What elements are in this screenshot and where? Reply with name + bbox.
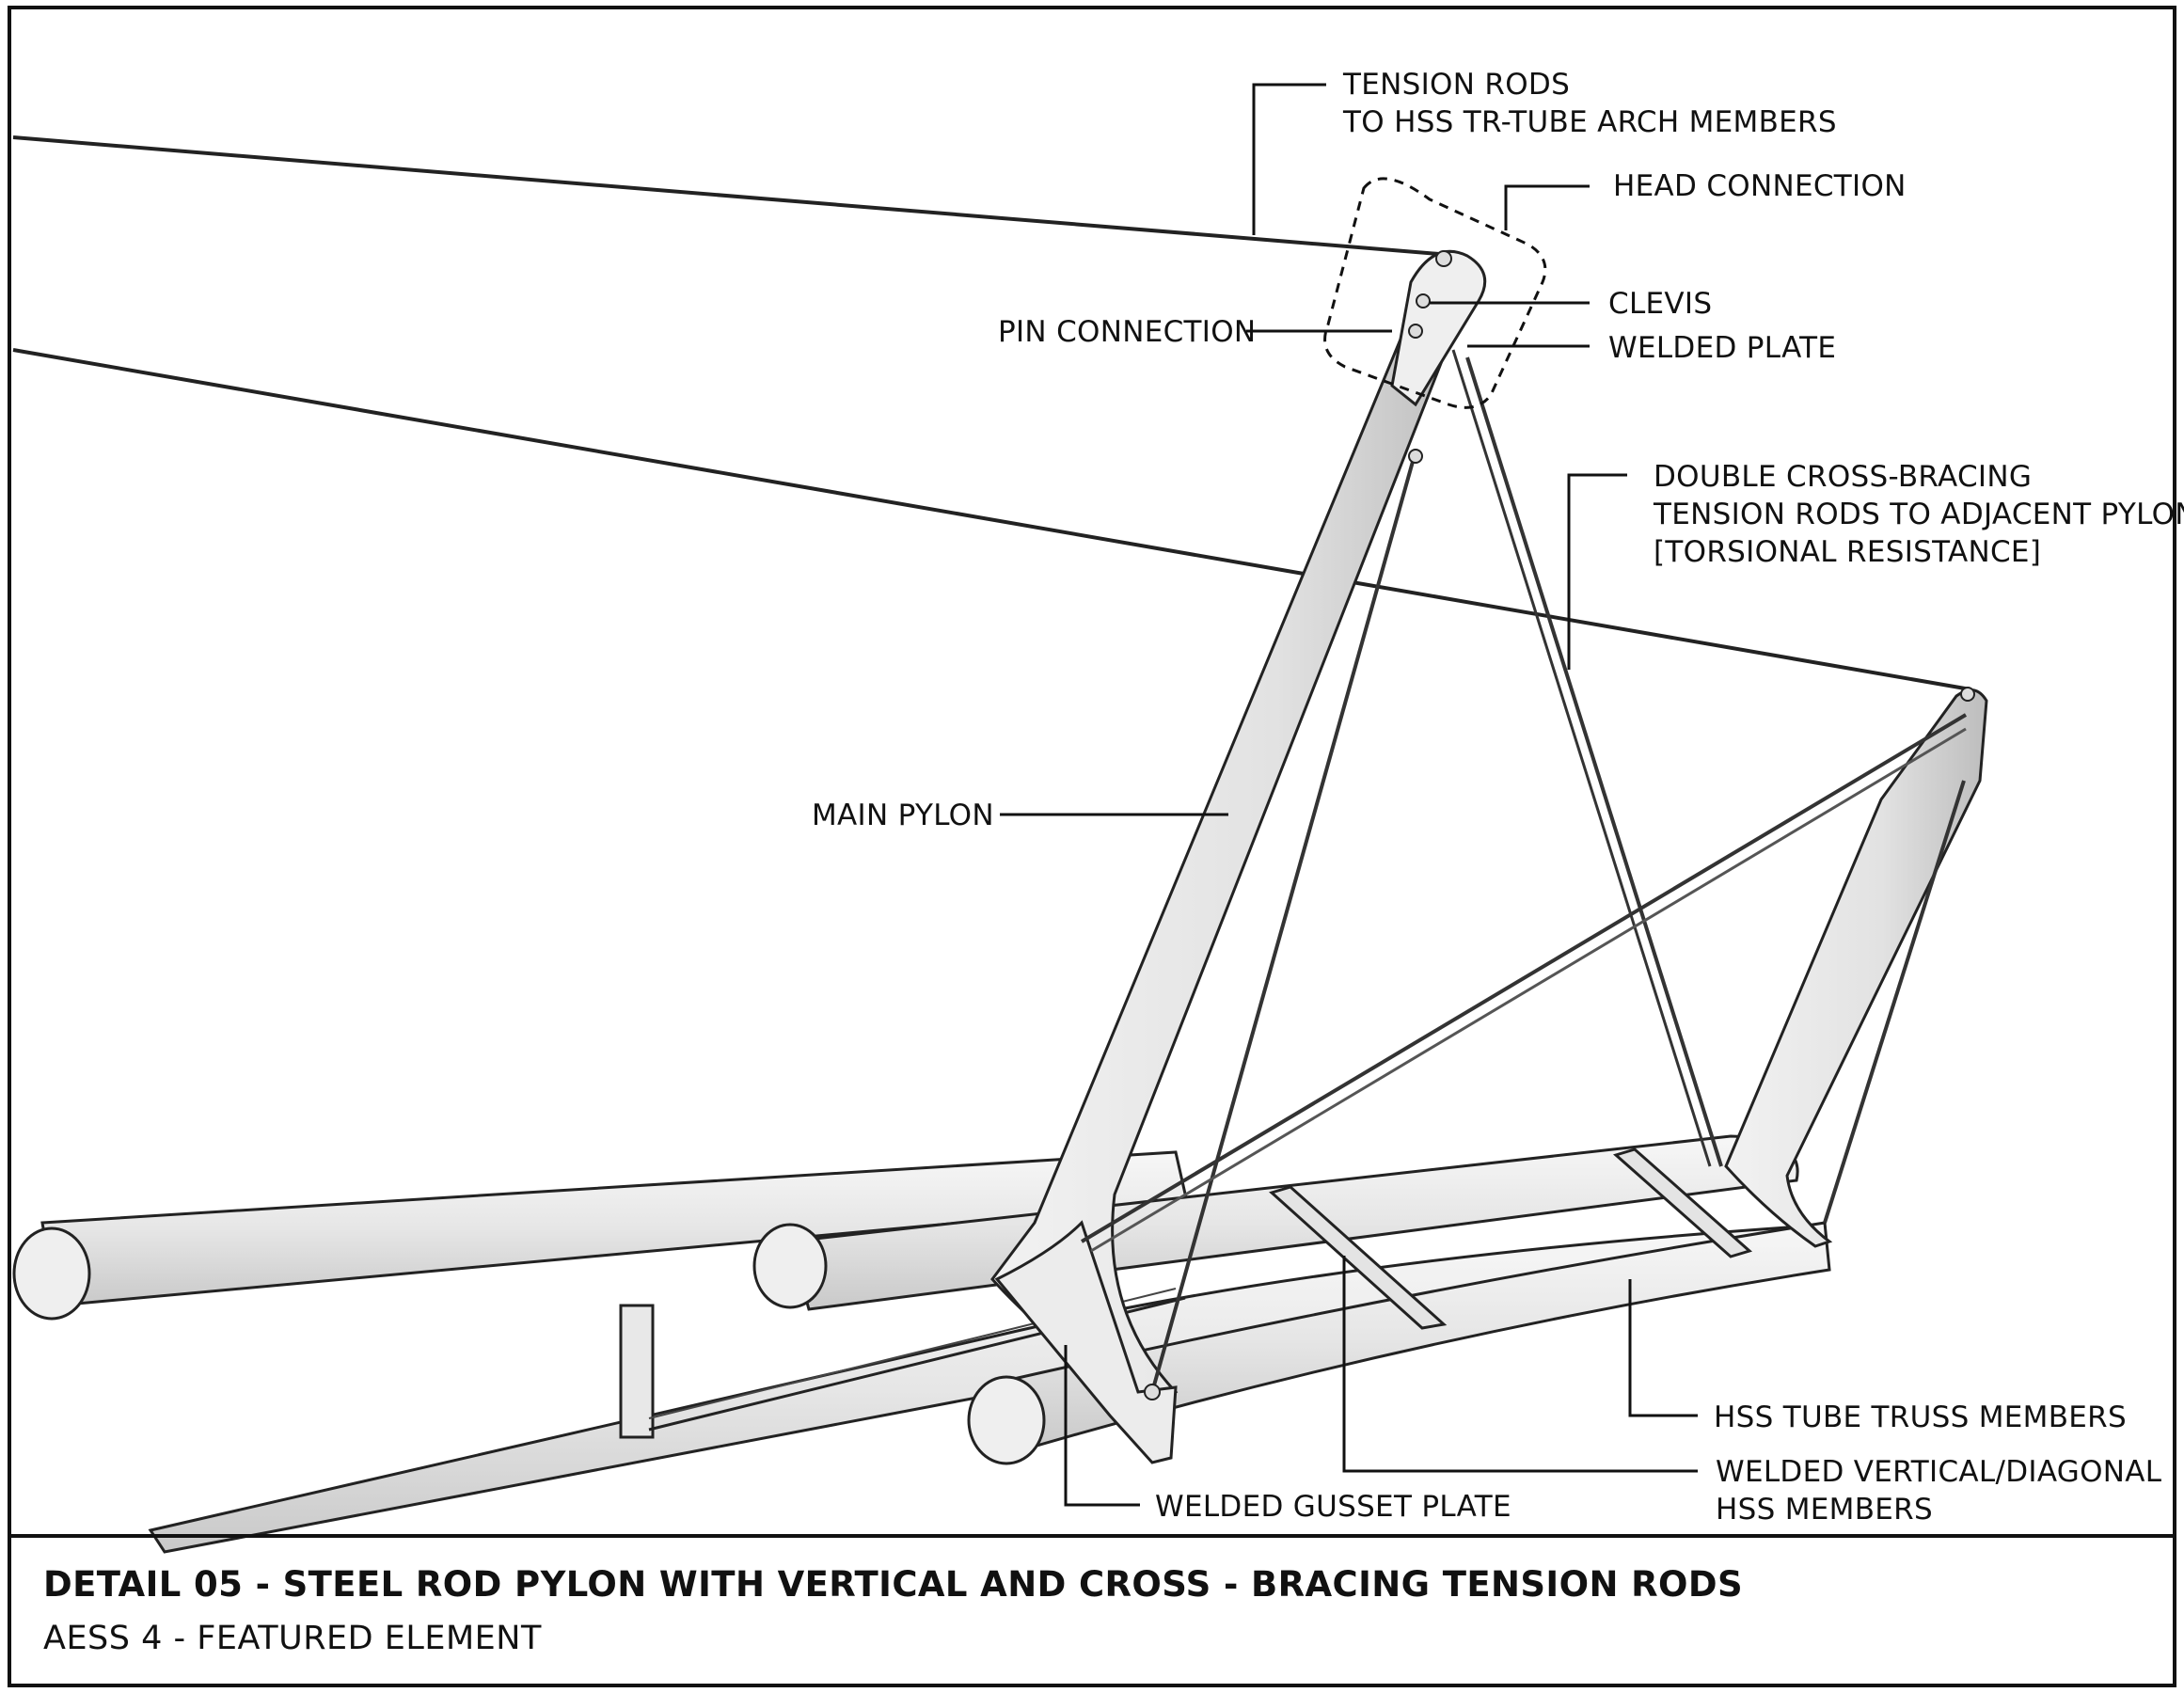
leader-double-bracing — [1567, 473, 1627, 670]
tension-rod-upper — [12, 135, 1440, 256]
label-welded-vertical-2: HSS MEMBERS — [1716, 1493, 1933, 1527]
label-head-connection: HEAD CONNECTION — [1613, 169, 1907, 203]
hss-diagonal-member-1 — [1269, 1185, 1448, 1330]
main-pylon-top-plate — [1390, 249, 1487, 407]
clevis-pin — [1416, 293, 1431, 309]
drawing-subtitle: AESS 4 - FEATURED ELEMENT — [43, 1620, 542, 1657]
tube-end-front — [967, 1375, 1046, 1465]
leader-hss-tube-truss — [1628, 1279, 1698, 1417]
label-clevis: CLEVIS — [1608, 287, 1712, 321]
leader-tension-rods — [1252, 83, 1326, 235]
hss-tube-front — [995, 1221, 1831, 1455]
drawing-border — [8, 6, 2176, 1687]
tube-end-mid — [752, 1223, 828, 1309]
label-tension-rods-1: TENSION RODS — [1342, 68, 1570, 102]
adjacent-rod — [1823, 780, 1966, 1224]
label-welded-vertical-1: WELDED VERTICAL/DIAGONAL — [1716, 1455, 2162, 1489]
pylon-tension-rod-2 — [1465, 356, 1723, 1167]
adjacent-pylon-body — [1724, 688, 1988, 1248]
label-tension-rods-2: TO HSS TR-TUBE ARCH MEMBERS — [1342, 105, 1837, 139]
drawing-title: DETAIL 05 - STEEL ROD PYLON WITH VERTICA… — [43, 1564, 1743, 1605]
leader-welded-gusset — [1064, 1345, 1140, 1507]
leader-head-connection — [1504, 184, 1590, 230]
hss-diagonal-member-2 — [1612, 1147, 1753, 1258]
label-double-bracing-3: [TORSIONAL RESISTANCE] — [1654, 535, 2041, 569]
leader-lines — [1000, 83, 1698, 1507]
label-welded-gusset: WELDED GUSSET PLATE — [1155, 1490, 1511, 1524]
tube-end-far — [12, 1226, 91, 1321]
label-double-bracing-1: DOUBLE CROSS-BRACING — [1654, 460, 2032, 494]
structure-illustration — [12, 135, 1988, 1554]
label-double-bracing-2: TENSION RODS TO ADJACENT PYLON — [1653, 498, 2184, 531]
label-main-pylon: MAIN PYLON — [812, 799, 994, 832]
hss-vertical-post — [619, 1304, 655, 1439]
foot-pin — [1144, 1384, 1161, 1400]
pylon-mid-pin — [1408, 449, 1423, 464]
pin-connection-knob — [1408, 324, 1423, 339]
label-pin-connection: PIN CONNECTION — [998, 315, 1256, 349]
pylon-tension-rod-3 — [1451, 349, 1712, 1167]
welded-gusset-plate — [994, 1220, 1178, 1464]
label-hss-tube-truss: HSS TUBE TRUSS MEMBERS — [1714, 1400, 2127, 1434]
head-connection-outline — [1323, 177, 1547, 409]
adjacent-pin — [1960, 687, 1975, 702]
callout-labels: TENSION RODS TO HSS TR-TUBE ARCH MEMBERS… — [812, 68, 2184, 1527]
pylon-tension-rod-1 — [1150, 451, 1417, 1393]
leader-welded-vertical — [1342, 1256, 1698, 1473]
cross-bracing-rod-1 — [1080, 713, 1968, 1243]
head-pin-upper — [1435, 250, 1452, 267]
tension-rod-lower — [12, 348, 1971, 691]
cross-bracing-rod-2 — [1090, 727, 1967, 1253]
label-welded-plate: WELDED PLATE — [1608, 331, 1836, 365]
